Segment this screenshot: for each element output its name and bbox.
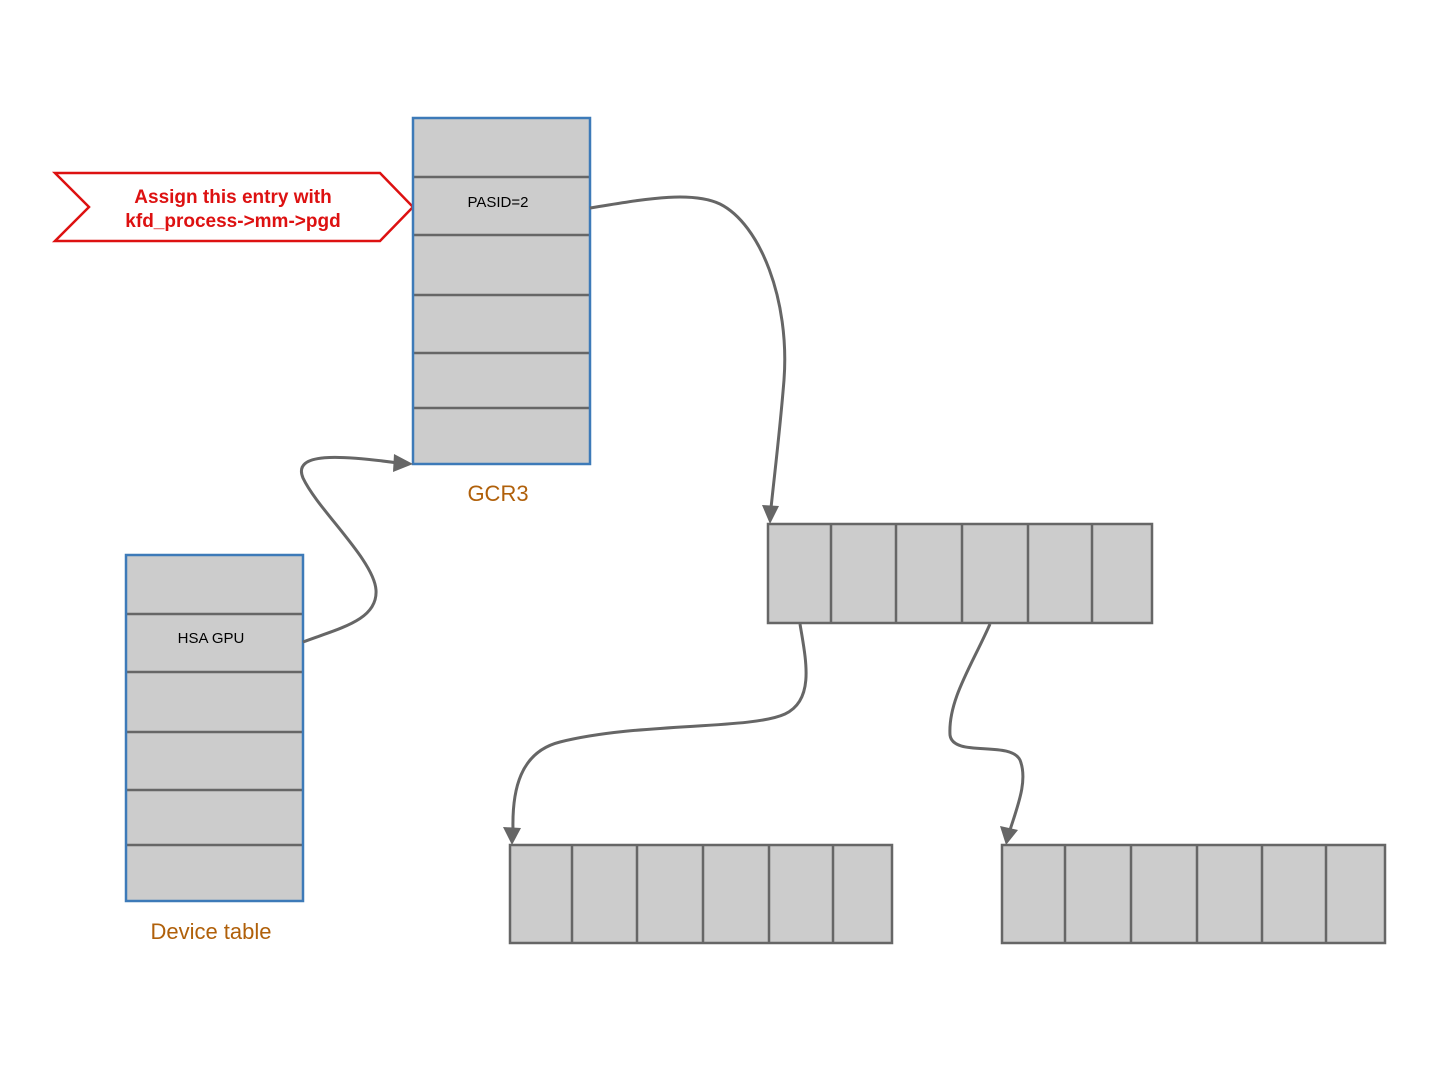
arrowhead [503,827,521,845]
page-table-bottom-left [508,843,894,945]
arrowhead [1000,826,1018,845]
device-table-caption: Device table [150,919,271,944]
connector-device-to-gcr3 [299,454,413,644]
gcr3-table: PASID=2 [411,116,592,466]
device-entry-label: HSA GPU [178,630,245,647]
page-table-bottom-right [1000,843,1387,945]
connector-middle-to-bottom-left [503,623,808,845]
page-table-middle [766,522,1154,625]
device-table: HSA GPU [124,553,305,903]
arrowhead [393,454,413,472]
gcr3-caption: GCR3 [467,481,528,506]
gcr3-entry-label: PASID=2 [467,194,528,211]
connector-gcr3-to-middle [589,195,787,524]
callout-line-1: Assign this entry with [134,187,331,208]
callout-shape [51,171,415,243]
arrowhead [762,505,779,524]
callout-line-2: kfd_process->mm->pgd [125,211,340,232]
connector-middle-to-bottom-right [948,623,1025,845]
callout-banner: Assign this entry with kfd_process->mm->… [51,171,415,243]
